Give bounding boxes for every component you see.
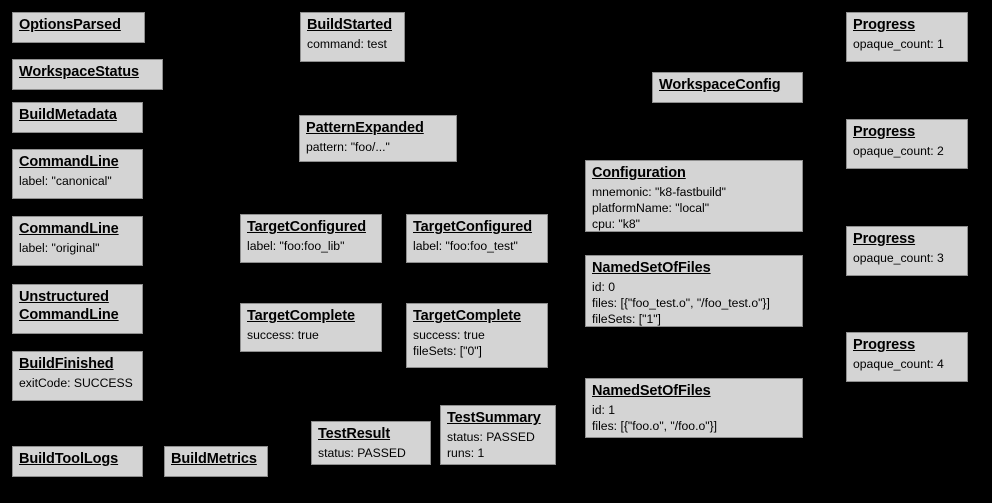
node-workspace-status[interactable]: WorkspaceStatus (12, 59, 163, 90)
node-progress-1[interactable]: Progress opaque_count: 1 (846, 12, 968, 62)
node-fields: id: 1 files: [{"foo.o", "/foo.o"}] (592, 402, 718, 433)
node-title: TargetComplete (413, 308, 521, 324)
node-title: Configuration (592, 165, 686, 181)
node-title: WorkspaceStatus (19, 64, 139, 80)
node-title: PatternExpanded (306, 120, 424, 136)
node-fields: opaque_count: 2 (853, 143, 944, 158)
node-title: Progress (853, 231, 916, 247)
node-test-summary[interactable]: TestSummary status: PASSED runs: 1 (440, 405, 556, 465)
node-build-finished[interactable]: BuildFinished exitCode: SUCCESS (12, 351, 143, 401)
node-target-configured-foo-test[interactable]: TargetConfigured label: "foo:foo_test" (406, 214, 548, 263)
node-fields: exitCode: SUCCESS (19, 375, 133, 390)
node-build-started[interactable]: BuildStarted command: test (300, 12, 405, 62)
node-title: NamedSetOfFiles (592, 260, 711, 276)
node-fields: status: PASSED (318, 445, 406, 460)
node-test-result[interactable]: TestResult status: PASSED (311, 421, 431, 465)
node-build-metrics[interactable]: BuildMetrics (164, 446, 268, 477)
node-fields: label: "foo:foo_test" (413, 238, 518, 253)
node-title: TargetComplete (247, 308, 355, 324)
node-title: NamedSetOfFiles (592, 383, 711, 399)
node-build-tool-logs[interactable]: BuildToolLogs (12, 446, 143, 477)
node-fields: opaque_count: 3 (853, 250, 944, 265)
node-configuration[interactable]: Configuration mnemonic: "k8-fastbuild" pl… (585, 160, 803, 232)
node-options-parsed[interactable]: OptionsParsed (12, 12, 145, 43)
node-title: OptionsParsed (19, 17, 121, 33)
node-target-complete-test[interactable]: TargetComplete success: true fileSets: ["… (406, 303, 548, 368)
node-title: CommandLine (19, 154, 119, 170)
node-fields: success: true (247, 327, 319, 342)
node-title: BuildFinished (19, 356, 114, 372)
node-fields: opaque_count: 4 (853, 356, 944, 371)
node-title: TargetConfigured (247, 219, 366, 235)
node-progress-2[interactable]: Progress opaque_count: 2 (846, 119, 968, 169)
node-title: Unstructured CommandLine (19, 289, 119, 323)
node-title: Progress (853, 17, 916, 33)
node-target-complete-lib[interactable]: TargetComplete success: true (240, 303, 382, 352)
node-named-set-of-files-0[interactable]: NamedSetOfFiles id: 0 files: [{"foo_test.… (585, 255, 803, 327)
node-fields: label: "original" (19, 240, 100, 255)
node-fields: status: PASSED runs: 1 (447, 429, 535, 460)
node-title: TestSummary (447, 410, 541, 426)
node-fields: mnemonic: "k8-fastbuild" platformName: "… (592, 184, 726, 232)
node-title: TestResult (318, 426, 391, 442)
node-workspace-config[interactable]: WorkspaceConfig (652, 72, 803, 103)
node-fields: id: 0 files: [{"foo_test.o", "/foo_test.… (592, 279, 770, 327)
node-fields: opaque_count: 1 (853, 36, 944, 51)
node-build-metadata[interactable]: BuildMetadata (12, 102, 143, 133)
node-named-set-of-files-1[interactable]: NamedSetOfFiles id: 1 files: [{"foo.o", "… (585, 378, 803, 438)
node-pattern-expanded[interactable]: PatternExpanded pattern: "foo/..." (299, 115, 457, 162)
node-title: BuildMetadata (19, 107, 117, 123)
node-unstructured-command-line[interactable]: Unstructured CommandLine (12, 284, 143, 334)
node-title: Progress (853, 337, 916, 353)
node-title: BuildToolLogs (19, 451, 119, 467)
node-fields: success: true fileSets: ["0"] (413, 327, 485, 358)
node-progress-4[interactable]: Progress opaque_count: 4 (846, 332, 968, 382)
node-fields: label: "canonical" (19, 173, 112, 188)
node-title: BuildMetrics (171, 451, 257, 467)
node-fields: pattern: "foo/..." (306, 139, 390, 154)
node-target-configured-foo-lib[interactable]: TargetConfigured label: "foo:foo_lib" (240, 214, 382, 263)
node-title: WorkspaceConfig (659, 77, 781, 93)
node-fields: label: "foo:foo_lib" (247, 238, 345, 253)
node-title: Progress (853, 124, 916, 140)
node-command-line-canonical[interactable]: CommandLine label: "canonical" (12, 149, 143, 199)
node-command-line-original[interactable]: CommandLine label: "original" (12, 216, 143, 266)
node-title: BuildStarted (307, 17, 393, 33)
node-title: TargetConfigured (413, 219, 532, 235)
node-progress-3[interactable]: Progress opaque_count: 3 (846, 226, 968, 276)
node-title: CommandLine (19, 221, 119, 237)
node-fields: command: test (307, 36, 387, 51)
